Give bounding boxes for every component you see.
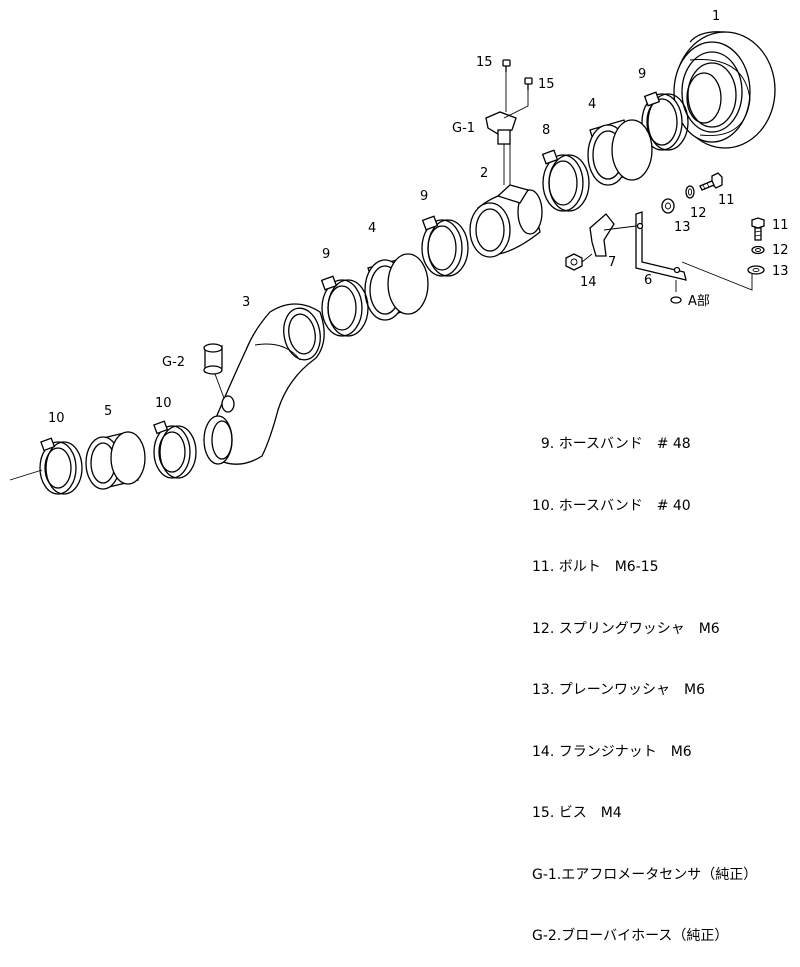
callout-8: 8 bbox=[542, 123, 550, 138]
legend-item-g2: G-2.ブローバイホース（純正） bbox=[532, 928, 729, 944]
hose-band-part-9-top bbox=[641, 91, 689, 151]
stay-part-7 bbox=[589, 213, 637, 257]
intake-hose-part-3 bbox=[203, 303, 325, 465]
hose-sleeve-part-5 bbox=[85, 431, 146, 490]
callout-11-a: 11 bbox=[718, 193, 735, 208]
legend-item-15: 15. ビス M4 bbox=[532, 805, 622, 821]
callout-13-a: 13 bbox=[674, 220, 691, 235]
callout-10-right: 10 bbox=[155, 396, 172, 411]
spring-washer-part-12-a bbox=[685, 185, 695, 199]
legend-item-10: 10. ホースバンド # 40 bbox=[532, 497, 691, 514]
hose-band-part-9-lower bbox=[320, 275, 369, 337]
hose-sleeve-part-4-top bbox=[587, 119, 653, 186]
callout-1: 1 bbox=[712, 9, 720, 24]
hose-band-part-10-left bbox=[9, 437, 83, 495]
legend-item-13: 13. プレーンワッシャ M6 bbox=[532, 682, 706, 698]
callout-4-top: 4 bbox=[588, 97, 596, 112]
legend-item-g1: G-1.エアフロメータセンサ（純正） bbox=[532, 866, 758, 883]
air-flow-sensor-g1 bbox=[485, 70, 529, 185]
plain-washer-part-13-a bbox=[661, 198, 675, 214]
legend-item-14: 14. フランジナット M6 bbox=[532, 743, 692, 760]
blow-by-hose-g2 bbox=[203, 343, 225, 399]
a-part-marker bbox=[670, 296, 682, 304]
callout-5: 5 bbox=[104, 404, 112, 419]
callout-7: 7 bbox=[608, 255, 616, 270]
legend-item-11: 11. ボルト M6-15 bbox=[532, 559, 659, 575]
screw-part-15-b bbox=[524, 77, 533, 90]
callout-11-b: 11 bbox=[772, 218, 789, 233]
callout-12-a: 12 bbox=[690, 206, 707, 221]
callout-15-b: 15 bbox=[538, 77, 555, 92]
callout-a-part: A部 bbox=[688, 294, 710, 309]
parts-legend: 9. ホースバンド # 48 10. ホースバンド # 40 11. ボルト M… bbox=[532, 393, 757, 967]
plain-washer-part-13-b bbox=[747, 265, 765, 275]
callout-10-left: 10 bbox=[48, 411, 65, 426]
callout-15-a: 15 bbox=[476, 55, 493, 70]
callout-2: 2 bbox=[480, 166, 488, 181]
callout-9-lower: 9 bbox=[322, 247, 330, 262]
air-flow-tube-part-2 bbox=[469, 184, 543, 258]
bolt-part-11-b bbox=[751, 217, 765, 241]
flange-nut-part-14 bbox=[565, 253, 593, 271]
hose-sleeve-part-4-middle bbox=[364, 253, 429, 321]
callout-9-middle: 9 bbox=[420, 189, 428, 204]
air-filter-part-1 bbox=[673, 31, 776, 149]
callout-14: 14 bbox=[580, 275, 597, 290]
callout-g2: G-2 bbox=[162, 355, 185, 370]
callout-9-top: 9 bbox=[638, 67, 646, 82]
callout-g1: G-1 bbox=[452, 121, 475, 136]
spring-washer-part-12-b bbox=[751, 245, 765, 255]
hose-band-part-10-right bbox=[153, 420, 197, 479]
callout-3: 3 bbox=[242, 295, 250, 310]
screw-part-15-a bbox=[502, 59, 511, 72]
callout-6: 6 bbox=[644, 273, 652, 288]
legend-item-12: 12. スプリングワッシャ M6 bbox=[532, 620, 720, 637]
bolt-part-11-a bbox=[699, 172, 723, 191]
exploded-parts-diagram: 1 9 4 8 15 15 G-1 2 9 4 9 3 G-2 10 5 10 … bbox=[9, 9, 789, 495]
callout-4-middle: 4 bbox=[368, 221, 376, 236]
hose-band-part-8 bbox=[541, 149, 590, 212]
legend-item-9: 9. ホースバンド # 48 bbox=[532, 436, 691, 452]
callout-12-b: 12 bbox=[772, 243, 789, 258]
callout-13-b: 13 bbox=[772, 264, 789, 279]
hose-band-part-9-middle bbox=[421, 215, 469, 277]
bracket-part-6 bbox=[635, 211, 753, 292]
